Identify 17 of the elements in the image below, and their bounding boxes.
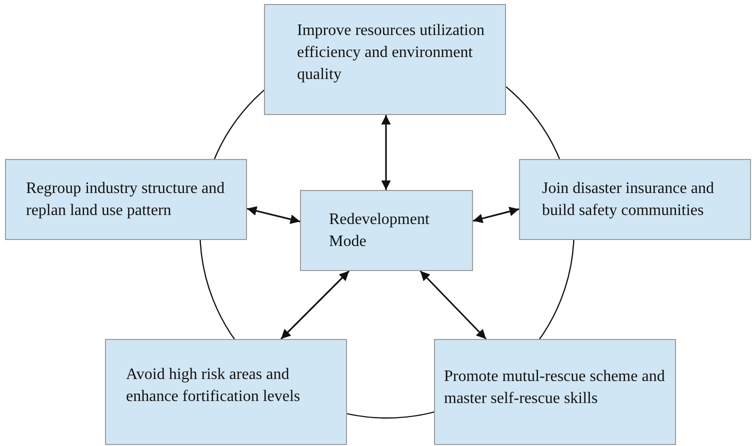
arrow xyxy=(280,270,350,340)
process-box xyxy=(5,159,247,240)
box-text: Regroup industry structure and replan land use pattern xyxy=(26,178,226,220)
arrow xyxy=(246,206,300,224)
process-box xyxy=(264,4,506,115)
box-text: Redevelopment Mode xyxy=(329,210,430,252)
process-box xyxy=(300,190,473,271)
process-box xyxy=(519,159,751,240)
process-box xyxy=(434,339,676,445)
arrow xyxy=(381,115,391,190)
arrow xyxy=(420,270,487,340)
box-text: Join disaster insurance and build safety communities xyxy=(542,178,715,220)
box-text: Avoid high risk areas and enhance fortification levels xyxy=(126,365,302,407)
process-box xyxy=(105,339,347,445)
box-text: Promote mutul-rescue scheme and master self-rescue skills xyxy=(444,367,666,409)
arrow xyxy=(472,206,520,224)
box-text: Improve resources utilization efficiency and environment quality xyxy=(297,20,486,84)
